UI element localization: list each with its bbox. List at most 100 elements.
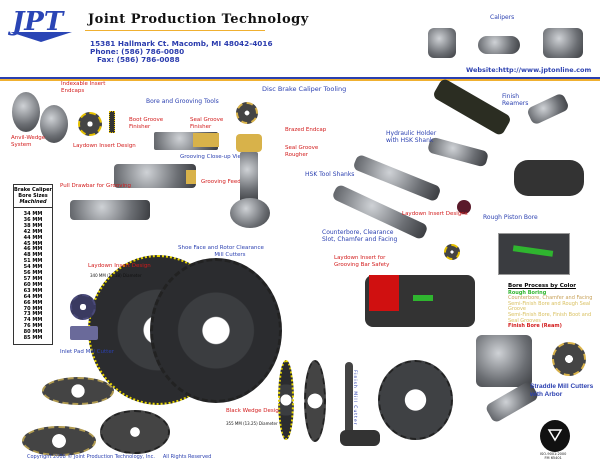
process-item: Semi-Finish Bore, Finish Boot and Seal G… <box>508 311 592 324</box>
label-laydown-design: Laydown Insert Design <box>88 263 151 269</box>
fax: Fax: (586) 786-0088 <box>97 55 180 64</box>
jpt-logo: JPT <box>6 6 76 42</box>
caliper-cutaway <box>365 275 475 327</box>
bore-size: 36 MM <box>23 216 43 223</box>
website-link[interactable]: Website:http://www.jptonline.com <box>466 66 592 74</box>
hsk-shank <box>352 153 442 203</box>
caliper-image <box>478 36 520 54</box>
caliper-machined <box>476 335 532 387</box>
laydown-insert-disc <box>78 112 102 136</box>
address: 15381 Hallmark Ct. Macomb, MI 48042-4016 <box>90 39 273 48</box>
bore-size: 64 MM <box>23 293 43 300</box>
anvil-wedge-tool <box>12 92 40 132</box>
bore-size: 63 MM <box>23 287 43 294</box>
finish-mill-cutter-face <box>378 360 453 440</box>
svg-text:JPT: JPT <box>7 7 65 37</box>
bore-size: 73 MM <box>23 311 43 318</box>
label-piston: Rough Piston Bore <box>483 214 538 221</box>
laydown-insert <box>444 244 460 260</box>
gear-cutter <box>22 426 96 456</box>
gear-cutter <box>100 410 170 454</box>
label-355-diameter: 355 MM (13.25) Diameter <box>226 421 278 426</box>
caliper-image <box>543 28 583 58</box>
brazed-endcap <box>236 134 262 152</box>
bore-size: 76 MM <box>23 323 43 330</box>
company-name: Joint Production Technology <box>88 12 309 27</box>
finish-reamer <box>526 92 570 126</box>
calipers-label: Calipers <box>490 14 515 21</box>
black-wedge-cutter-edge <box>278 360 294 440</box>
insert-strip <box>109 111 115 133</box>
inlet-pad-inserts <box>70 326 98 340</box>
bore-size: 66 MM <box>23 299 43 306</box>
bore-closeup <box>498 233 570 275</box>
legend-title: Bore Process by Color <box>508 283 576 289</box>
anvil-wedge-tool <box>40 105 68 143</box>
gold-endcap <box>186 170 196 184</box>
process-item: Semi-Finish Bore and Rough Seal Groove <box>508 300 591 313</box>
hydraulic-holder <box>426 136 490 168</box>
process-item: Rough Boring <box>508 289 547 296</box>
bore-size: 57 MM <box>23 275 43 282</box>
drawbar-tool <box>70 200 150 220</box>
rotor-clearance-mill-cutter <box>150 258 282 403</box>
bore-size: 48 MM <box>23 252 43 259</box>
label-laydown: Laydown Insert Design <box>73 143 136 149</box>
page-title: Disc Brake Caliper Tooling <box>262 85 347 93</box>
label-finish-mill: Finish Mill Cutter <box>352 370 357 426</box>
iso-logo <box>540 420 570 452</box>
finish-reamer <box>431 77 513 137</box>
label-hsk: HSK Tool Shanks <box>305 171 355 178</box>
bore-size: 45 MM <box>23 240 43 247</box>
bore-size: 70 MM <box>23 305 43 312</box>
label-340-diameter: 340 MM (13.38) Diameter <box>90 273 142 278</box>
black-wedge-cutter-side <box>304 360 326 442</box>
bore-size: 60 MM <box>23 281 43 288</box>
gear-cutter <box>42 377 114 405</box>
copyright: Copyright 2008 © Joint Production Techno… <box>27 454 212 460</box>
label-brazed: Brazed Endcap <box>285 127 327 133</box>
bore-size: 42 MM <box>23 228 43 235</box>
bore-size: 34 MM <box>23 211 43 217</box>
boring-bar-flange <box>230 198 270 228</box>
label-drawbar: Pull Drawbar for Grooving <box>60 183 131 189</box>
header-divider <box>0 79 600 81</box>
finish-mill-cutter <box>345 362 353 437</box>
bore-size: 80 MM <box>23 329 43 336</box>
rough-piston-insert <box>457 200 471 214</box>
grooving-bar <box>114 164 196 188</box>
label-closeup: Grooving Close-up View <box>180 154 246 160</box>
bore-size: 46 MM <box>23 246 43 253</box>
caliper-image <box>428 28 456 58</box>
gold-endcap <box>193 133 219 147</box>
caliper-housing <box>514 160 584 196</box>
label-laydowns: Laydown Insert Designs <box>402 211 468 217</box>
process-item: Counterbore, Chamfer and Facing <box>508 295 593 302</box>
straddle-mill-cutter <box>552 342 586 376</box>
bore-size: 38 MM <box>23 222 43 229</box>
bore-size: 44 MM <box>23 234 43 241</box>
header-divider <box>0 77 600 79</box>
label-black-wedge: Black Wedge Design <box>226 408 283 414</box>
bore-size: 51 MM <box>23 258 43 265</box>
inlet-pad-cutter <box>70 294 96 320</box>
bore-size: 56 MM <box>23 270 43 277</box>
title-underline <box>85 30 265 31</box>
process-item: Finish Bore (Ream) <box>508 323 562 330</box>
bore-size: 54 MM <box>23 264 43 271</box>
label-grooving-feed: Grooving Feed <box>201 179 241 185</box>
